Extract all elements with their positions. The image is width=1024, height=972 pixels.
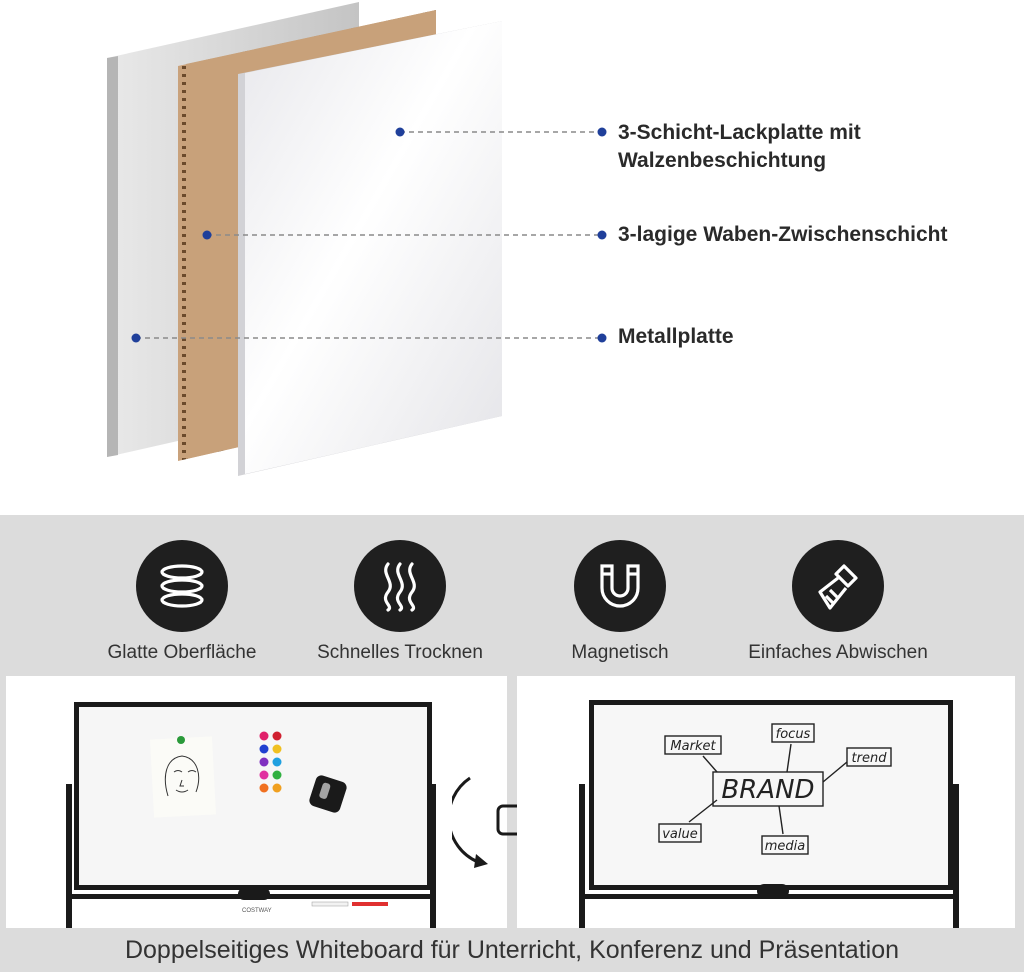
mindmap-center-word: BRAND xyxy=(721,775,814,805)
layer-diagram: 3-Schicht-Lackplatte mit Walzenbeschicht… xyxy=(107,2,948,476)
caption: Doppelseitiges Whiteboard für Unterricht… xyxy=(124,936,900,964)
feature-label: Magnetisch xyxy=(571,642,669,663)
brand-mark: COSTWAY xyxy=(242,908,272,914)
mindmap-word: focus xyxy=(776,727,811,742)
feature-label: Glatte Oberfläche xyxy=(107,642,257,663)
lacquer-plate xyxy=(238,21,502,476)
magnet-icon xyxy=(574,540,666,632)
callout-honeycomb: 3-lagige Waben-Zwischenschicht xyxy=(618,223,948,246)
feature-magnetic: Magnetisch xyxy=(520,540,720,664)
whiteboard-panel-front: COSTWAY xyxy=(6,676,507,928)
mindmap-word: media xyxy=(765,839,806,854)
layers-icon xyxy=(136,540,228,632)
wavy-lines-icon xyxy=(354,540,446,632)
mindmap-word: Market xyxy=(670,739,716,754)
mindmap xyxy=(658,723,892,855)
whiteboard-front: COSTWAY xyxy=(66,702,436,928)
callout-lacquer-plate: 3-Schicht-Lackplatte mit Walzenbeschicht… xyxy=(618,121,861,172)
brush-icon xyxy=(792,540,884,632)
feature-smooth-surface: Glatte Oberfläche xyxy=(82,540,282,664)
layer-illustration xyxy=(107,2,607,476)
whiteboard-panel-back: BRAND Market focus trend value media xyxy=(517,676,1015,928)
feature-label: Schnelles Trocknen xyxy=(317,642,483,663)
leader-dots xyxy=(131,127,607,343)
eraser xyxy=(309,775,347,813)
feature-fast-drying: Schnelles Trocknen xyxy=(300,540,500,664)
callout-metal-plate: Metallplatte xyxy=(618,325,734,348)
mindmap-word: trend xyxy=(852,751,888,766)
feature-label: Einfaches Abwischen xyxy=(748,642,928,663)
whiteboard-back: BRAND Market focus trend value media xyxy=(579,700,959,928)
feature-easy-wipe: Einfaches Abwischen xyxy=(738,540,938,664)
sketch-paper xyxy=(150,736,216,818)
leader-lines xyxy=(136,131,602,339)
mindmap-word: value xyxy=(662,827,698,842)
magnets xyxy=(259,731,282,793)
